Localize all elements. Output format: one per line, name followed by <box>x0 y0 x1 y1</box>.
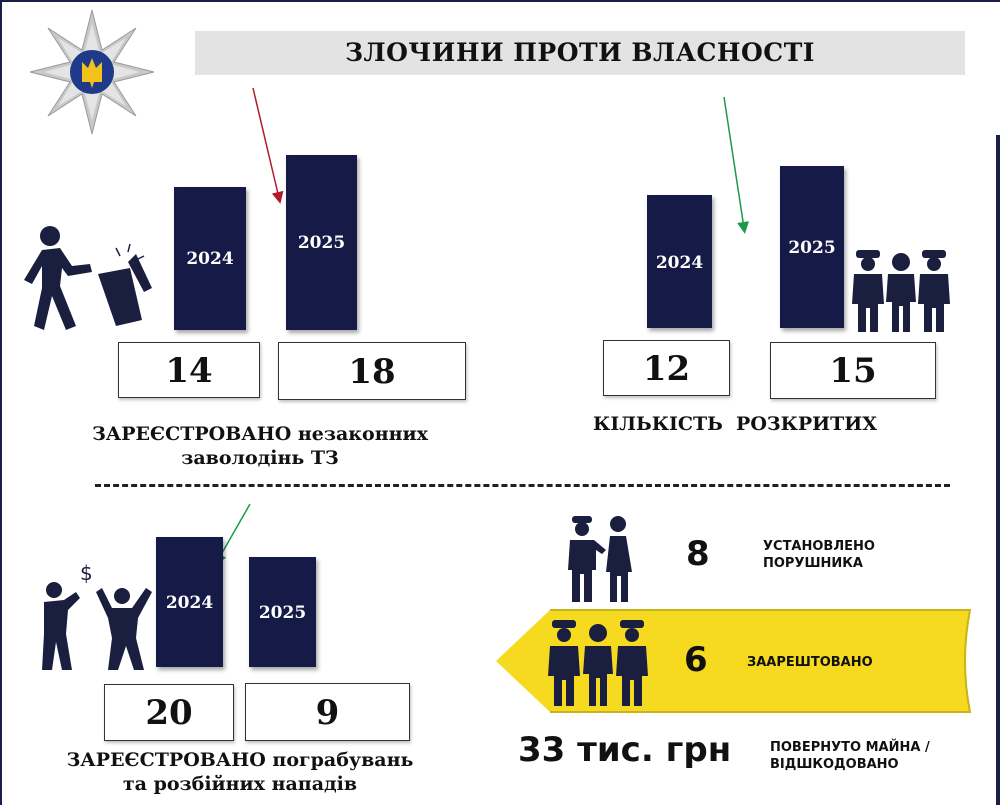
label-line: ПОВЕРНУТО МАЙНА / <box>770 740 930 755</box>
arrow-up-red <box>252 87 284 204</box>
returned-label: ПОВЕРНУТО МАЙНА / ВІДШКОДОВАНО <box>770 739 930 773</box>
thief-kicking-icon <box>24 226 152 330</box>
caption-chart3: ЗАРЕЄСТРОВАНО пограбувань та розбійних н… <box>40 748 440 796</box>
caption-line: ЗАРЕЄСТРОВАНО незаконних <box>92 423 428 445</box>
bar-label: 2025 <box>297 233 346 253</box>
bar-label: 2025 <box>258 603 307 623</box>
arrow-green-bottom <box>215 503 251 566</box>
bar-chart1-2024: 2024 <box>174 187 246 330</box>
label-line: ПОРУШНИКА <box>763 556 863 571</box>
caption-line: заволодінь ТЗ <box>181 447 339 469</box>
value-chart3-2024: 20 <box>104 684 234 741</box>
bar-label: 2024 <box>186 249 234 269</box>
caption-chart2: КІЛЬКІСТЬ РОЗКРИТИХ <box>560 412 910 436</box>
page-title: ЗЛОЧИНИ ПРОТИ ВЛАСНОСТІ <box>344 38 815 67</box>
bar-chart2-2025: 2025 <box>780 166 844 328</box>
value-chart1-2024: 14 <box>118 342 260 398</box>
section-divider <box>95 484 950 487</box>
bar-chart3-2024: 2024 <box>156 537 223 667</box>
identified-label: УСТАНОВЛЕНО ПОРУШНИКА <box>763 538 875 572</box>
bar-chart1-2025: 2025 <box>286 155 357 330</box>
value-chart2-2024: 12 <box>603 340 730 396</box>
arrested-value: 6 <box>684 640 708 680</box>
caption-chart1: ЗАРЕЄСТРОВАНО незаконних заволодінь ТЗ <box>60 422 460 470</box>
label-line: ВІДШКОДОВАНО <box>770 757 899 772</box>
bar-label: 2025 <box>788 238 836 258</box>
label-line: УСТАНОВЛЕНО <box>763 539 875 554</box>
value-chart2-2025: 15 <box>770 342 936 399</box>
police-star-emblem-icon <box>29 9 155 135</box>
police-escort-icon <box>548 620 648 706</box>
robbery-figures-icon: $ <box>42 562 152 670</box>
arrested-label: ЗААРЕШТОВАНО <box>747 655 873 670</box>
police-questioning-icon <box>568 516 632 602</box>
bar-label: 2024 <box>655 253 704 273</box>
caption-line: КІЛЬКІСТЬ РОЗКРИТИХ <box>593 413 877 435</box>
svg-text:$: $ <box>80 562 93 585</box>
caption-line: та розбійних нападів <box>122 773 358 795</box>
frame-left <box>0 0 2 805</box>
returned-value: 33 тис. грн <box>518 730 732 770</box>
arrow-green-right <box>723 96 750 234</box>
identified-value: 8 <box>686 534 710 574</box>
bar-label: 2024 <box>165 593 214 613</box>
caption-line: ЗАРЕЄСТРОВАНО пограбувань <box>66 749 414 771</box>
arrested-banner <box>496 609 972 713</box>
police-officers-arrest-icon <box>852 250 950 332</box>
frame-top <box>0 0 1000 2</box>
value-chart3-2025: 9 <box>245 683 410 741</box>
frame-right-accent <box>996 135 1000 805</box>
bar-chart3-2025: 2025 <box>249 557 316 667</box>
value-chart1-2025: 18 <box>278 342 466 400</box>
title-band <box>195 31 965 75</box>
bar-chart2-2024: 2024 <box>647 195 712 328</box>
